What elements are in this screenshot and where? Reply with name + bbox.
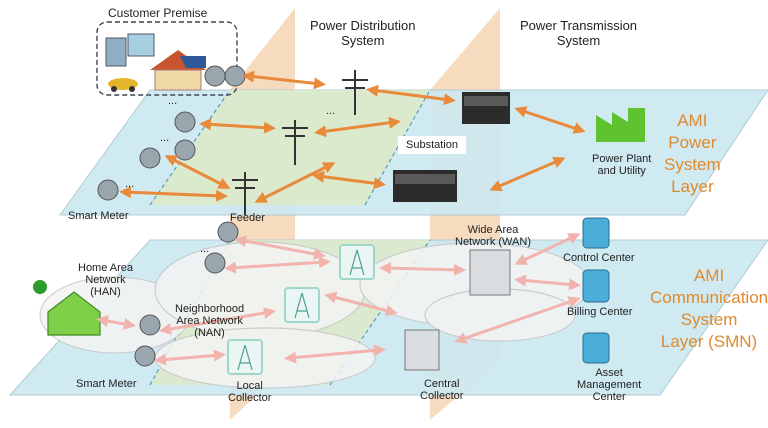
control-center-label: Control Center [563,252,635,264]
sun-icon [33,280,47,294]
billing-center-label: Billing Center [567,306,633,318]
ellipsis-3: ... [326,105,336,117]
comm-meters [134,221,239,367]
smart-meter-bottom-label: Smart Meter [76,378,137,390]
ellipsis-5: ... [125,178,135,190]
substation-images [393,92,510,202]
feeder-label: Feeder [230,212,265,224]
local-collectors [227,244,375,375]
smart-meter-top-label: Smart Meter [68,210,129,222]
ellipsis-4: ... [200,243,210,255]
ellipsis-2: ... [160,132,170,144]
customer-premise-box [96,21,238,96]
utility-poles [232,70,368,215]
building-icons [582,217,610,364]
ellipsis-1: ... [168,95,178,107]
power-plant-icon [596,108,645,142]
customer-premise-label: Customer Premise [108,6,208,20]
server-icons [404,249,511,371]
comm-flow-arrows [96,233,581,366]
substation-label: Substation [398,136,466,154]
power-flow-arrows [119,70,586,203]
top-meters [97,65,246,201]
